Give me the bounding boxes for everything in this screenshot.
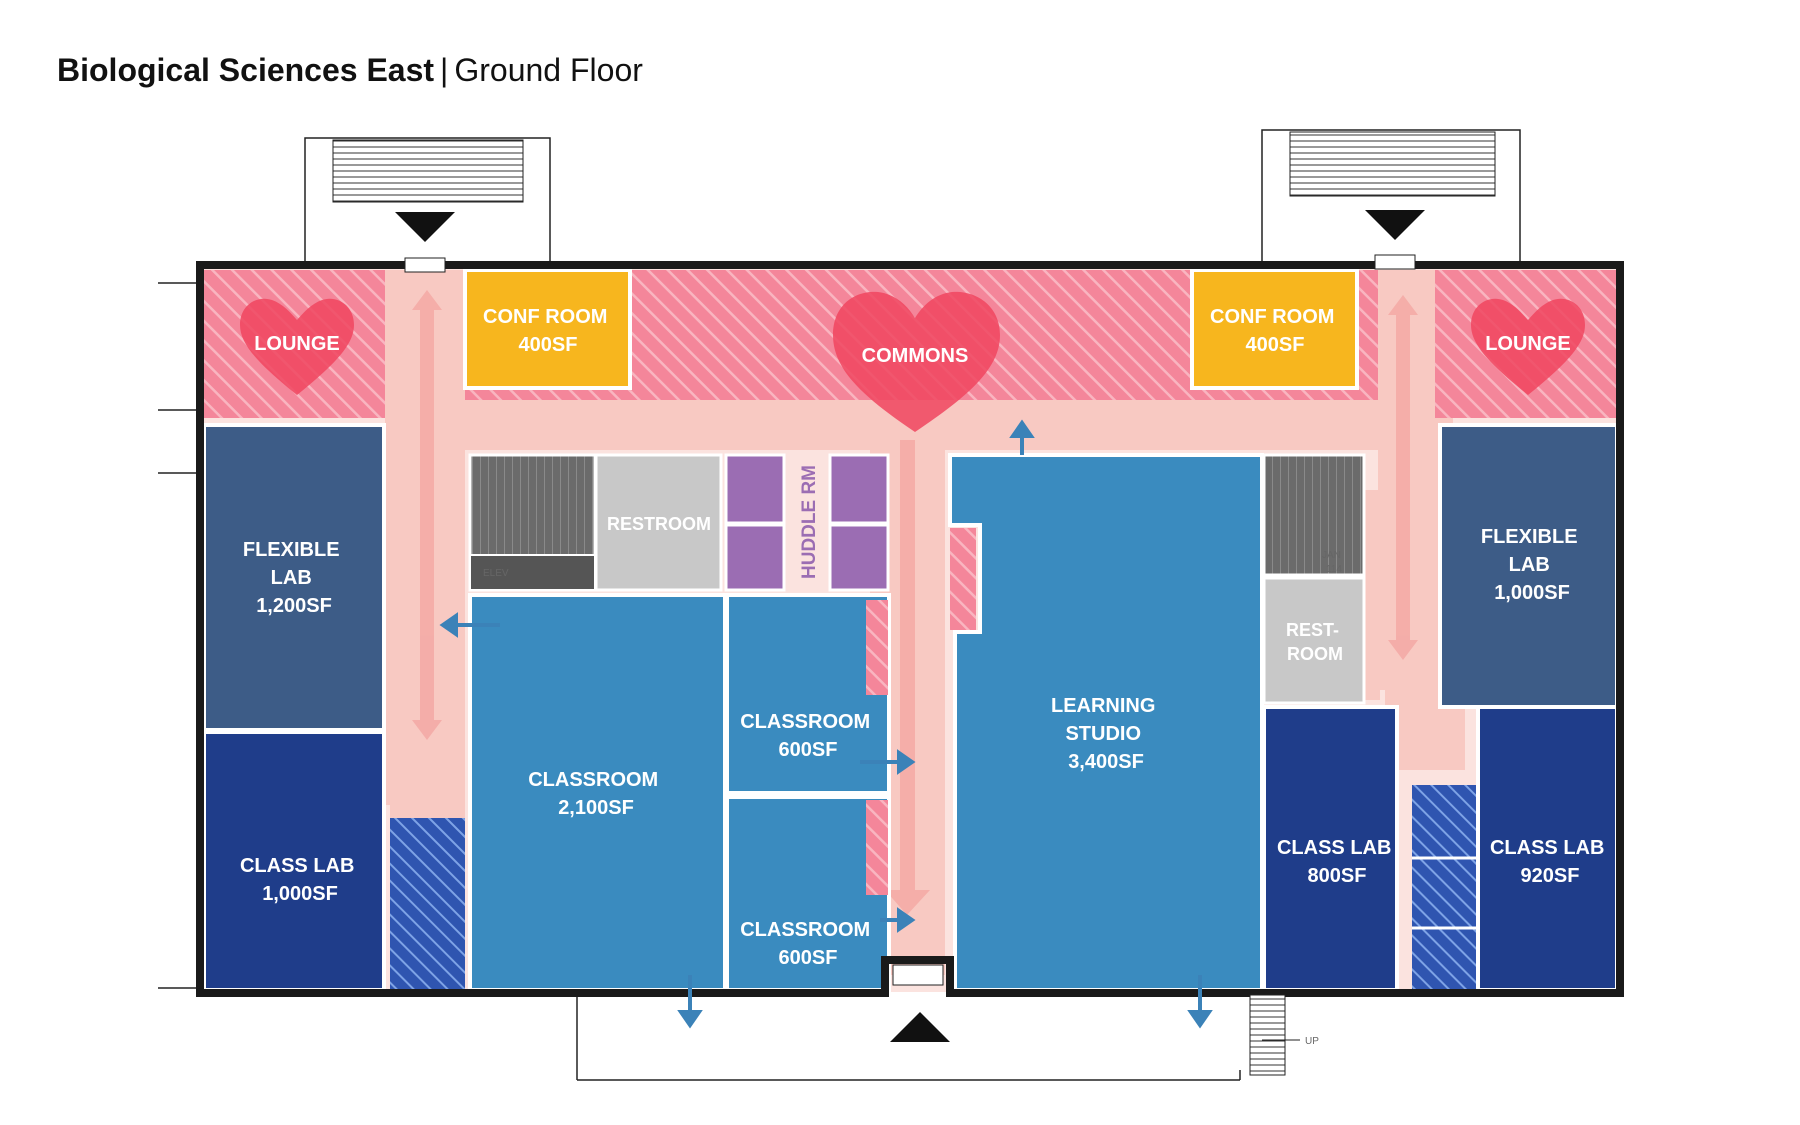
up-label: UP <box>1305 1036 1319 1047</box>
restroom-label: RESTROOM <box>607 514 711 534</box>
support-space-left <box>390 818 465 990</box>
flex-left-l3: 1,200SF <box>256 595 332 617</box>
class-lab-right-label: CLASS LAB 920SF <box>1490 837 1610 887</box>
classroom-lower-area: 600SF <box>779 947 838 969</box>
conf-room-right-label: CONF ROOM 400SF <box>1210 306 1340 356</box>
lounge-right-label: LOUNGE <box>1485 333 1571 355</box>
support-space-right <box>1412 785 1477 990</box>
class-lab-right-area: 920SF <box>1521 865 1580 887</box>
elev-label: ELEV <box>483 568 509 579</box>
class-lab-right-name: CLASS LAB <box>1490 837 1604 859</box>
learning-studio-label: LEARNING STUDIO 3,400SF <box>1051 695 1161 773</box>
door-top-left[interactable] <box>404 257 446 273</box>
conf-left-area: 400SF <box>519 334 578 356</box>
stair-core-right <box>1262 453 1366 577</box>
conf-left-name: CONF ROOM <box>483 306 607 328</box>
flex-right-l1: FLEXIBLE <box>1481 526 1578 548</box>
door-bottom-main[interactable] <box>892 964 944 986</box>
classroom-large-area: 2,100SF <box>558 797 634 819</box>
classroom-lower-label: CLASSROOM 600SF <box>740 919 876 969</box>
exterior-stair-left <box>304 137 551 269</box>
title-separator: | <box>440 52 449 88</box>
heart-lounge-left <box>240 298 354 395</box>
building-name: Biological Sciences East <box>57 52 435 88</box>
class-lab-mid-name: CLASS LAB <box>1277 837 1391 859</box>
main-entry-marker <box>890 1012 950 1042</box>
heart-commons[interactable] <box>833 291 1000 432</box>
restroom-right[interactable] <box>1262 576 1366 705</box>
classroom-upper-name: CLASSROOM <box>740 711 870 733</box>
page-title: Biological Sciences East|Ground Floor <box>57 52 643 89</box>
flexible-lab-right-label: FLEXIBLE LAB 1,000SF <box>1481 526 1583 604</box>
flex-right-l3: 1,000SF <box>1494 582 1570 604</box>
exterior-stair-bottom <box>1249 994 1300 1076</box>
exterior-stair-right <box>1261 129 1521 263</box>
flex-right-l2: LAB <box>1509 554 1550 576</box>
classroom-large-label: CLASSROOM 2,100SF <box>528 769 664 819</box>
conf-room-right[interactable] <box>1190 268 1359 390</box>
exterior-wall <box>196 261 1624 997</box>
classroom-lower[interactable] <box>725 795 891 992</box>
lounge-left-label: LOUNGE <box>254 333 340 355</box>
commons-label: COMMONS <box>862 345 969 367</box>
class-lab-right[interactable] <box>1476 705 1619 992</box>
restroom-right-l2: ROOM <box>1287 644 1343 664</box>
conf-room-left[interactable] <box>463 268 632 390</box>
learning-studio[interactable] <box>948 453 1264 992</box>
door-top-right[interactable] <box>1374 254 1416 270</box>
class-lab-left-name: CLASS LAB <box>240 855 354 877</box>
door-arrows <box>439 419 1213 1029</box>
jan-number: 114 <box>1326 564 1342 575</box>
class-lab-left-area: 1,000SF <box>262 883 338 905</box>
conf-right-area: 400SF <box>1246 334 1305 356</box>
studio-l3: 3,400SF <box>1068 751 1144 773</box>
classroom-upper-area: 600SF <box>779 739 838 761</box>
restroom-right-label: REST- ROOM <box>1286 620 1344 664</box>
conf-room-left-label: CONF ROOM 400SF <box>483 306 613 356</box>
huddle-rooms[interactable] <box>724 453 890 592</box>
class-lab-mid-label: CLASS LAB 800SF <box>1277 837 1397 887</box>
huddle-label: HUDDLE RM <box>799 465 820 579</box>
flex-left-l1: FLEXIBLE <box>243 539 340 561</box>
elevator <box>469 554 596 591</box>
heart-lounge-right <box>1471 298 1585 395</box>
conf-right-name: CONF ROOM <box>1210 306 1334 328</box>
class-lab-left[interactable] <box>202 730 386 992</box>
restroom[interactable] <box>594 453 723 592</box>
jan-label: JAN <box>1322 550 1341 561</box>
flex-left-l2: LAB <box>271 567 312 589</box>
studio-l2: STUDIO <box>1065 723 1141 745</box>
class-lab-mid-area: 800SF <box>1308 865 1367 887</box>
restroom-right-l1: REST- <box>1286 620 1339 640</box>
studio-niche <box>950 528 976 630</box>
exterior-lines <box>158 282 1241 1081</box>
circulation-strip-lower <box>866 800 888 895</box>
studio-l1: LEARNING <box>1051 695 1155 717</box>
class-lab-left-label: CLASS LAB 1,000SF <box>240 855 360 905</box>
classroom-lower-name: CLASSROOM <box>740 919 870 941</box>
classroom-large[interactable] <box>468 593 727 992</box>
circulation-strip <box>866 600 888 695</box>
classroom-large-name: CLASSROOM <box>528 769 658 791</box>
flow-arrows <box>412 290 1418 915</box>
floor-name: Ground Floor <box>454 52 643 88</box>
classroom-upper-label: CLASSROOM 600SF <box>740 711 876 761</box>
flexible-lab-left-label: FLEXIBLE LAB 1,200SF <box>243 539 345 617</box>
